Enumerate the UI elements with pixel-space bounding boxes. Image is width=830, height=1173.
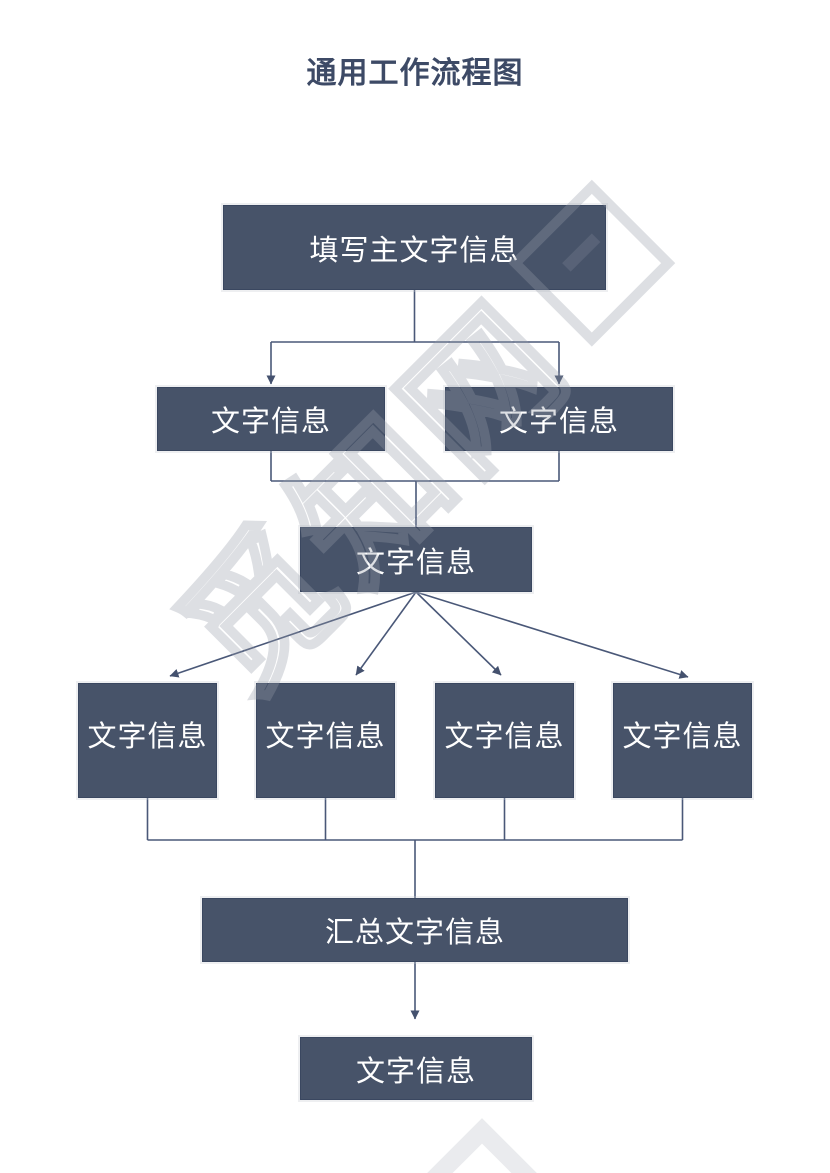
flow-node-label: 文字信息 — [622, 720, 743, 753]
flow-node-label: 文字信息 — [355, 546, 476, 579]
flow-node-a: 填写主文字信息 — [223, 205, 606, 290]
flow-node-label: 文字信息 — [87, 720, 208, 753]
edge-path — [415, 591, 689, 679]
flow-node-b2: 文字信息 — [445, 387, 673, 451]
flow-node-label: 汇总文字信息 — [324, 917, 505, 949]
flow-node-c: 文字信息 — [300, 527, 532, 592]
flow-node-b1: 文字信息 — [157, 387, 385, 451]
flow-node-e: 汇总文字信息 — [202, 898, 628, 962]
flow-node-label: 文字信息 — [355, 1055, 476, 1088]
flow-node-label: 填写主文字信息 — [309, 234, 520, 267]
flow-node-d1: 文字信息 — [78, 683, 217, 798]
watermark-bottom-logo-icon — [298, 1118, 666, 1173]
flow-node-d4: 文字信息 — [613, 683, 752, 798]
edge-path — [415, 591, 502, 676]
flow-node-label: 文字信息 — [444, 720, 565, 753]
flow-node-label: 文字信息 — [265, 720, 386, 753]
edge-path — [355, 591, 417, 676]
page-title: 通用工作流程图 — [306, 57, 524, 90]
flow-node-label: 文字信息 — [210, 406, 331, 438]
flow-node-f: 文字信息 — [300, 1037, 532, 1100]
flow-node-label: 文字信息 — [498, 406, 619, 438]
flow-node-d2: 文字信息 — [256, 683, 395, 798]
watermark-text: 觅知网 — [150, 272, 603, 725]
flow-node-d3: 文字信息 — [435, 683, 574, 798]
edge-path — [169, 591, 417, 678]
